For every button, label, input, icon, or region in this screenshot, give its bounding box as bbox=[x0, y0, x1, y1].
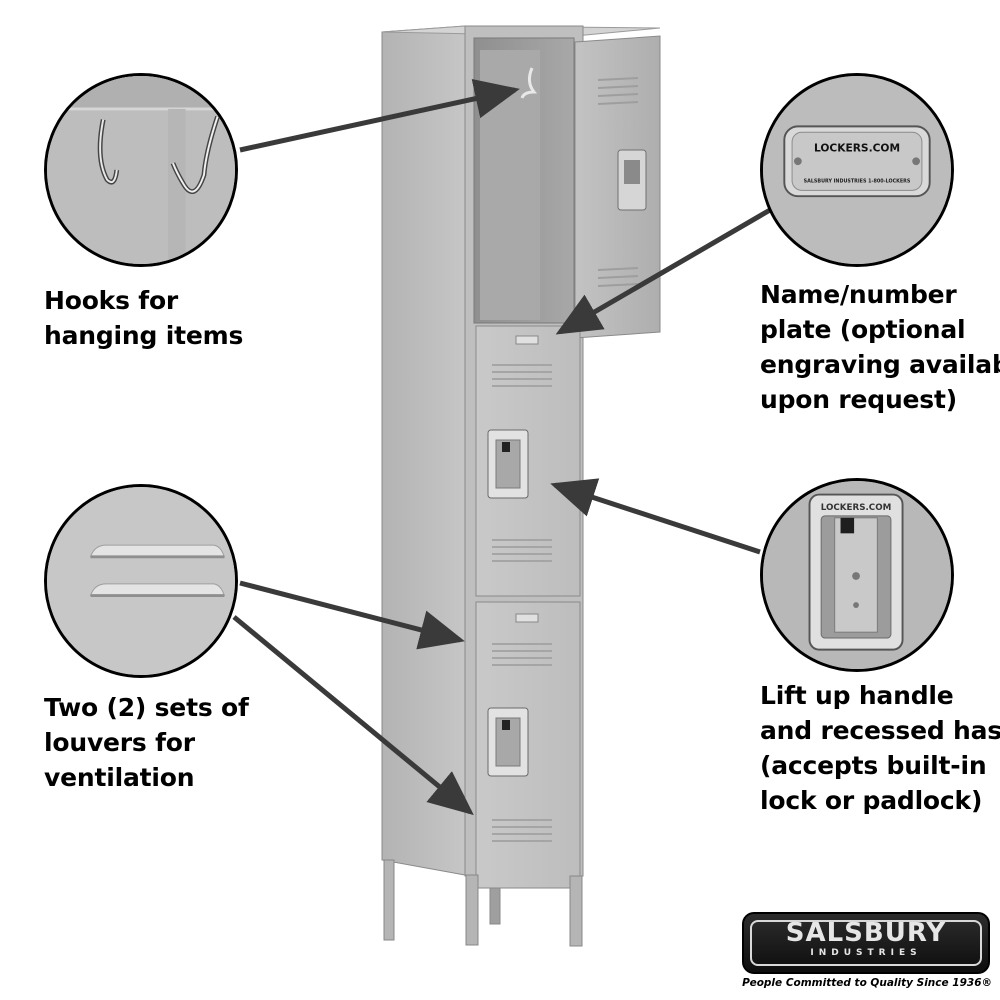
logo-name: SALSBURY bbox=[785, 918, 947, 948]
caption-louvers-line-1: Two (2) sets of bbox=[44, 693, 249, 722]
louvers-detail-image bbox=[44, 484, 238, 678]
caption-handle-line-1: Lift up handle bbox=[760, 681, 954, 710]
handle-brand-text: LOCKERS.COM bbox=[821, 503, 892, 513]
caption-plate-line-2: plate (optional bbox=[760, 315, 966, 344]
locker-illustration bbox=[370, 20, 680, 950]
caption-hooks-line-1: Hooks for bbox=[44, 286, 179, 315]
caption-hooks: Hooks for hanging items bbox=[44, 283, 243, 353]
logo-border bbox=[750, 920, 982, 966]
hooks-detail-image bbox=[44, 73, 238, 267]
caption-name-plate: Name/number plate (optional engraving av… bbox=[760, 277, 1000, 417]
caption-louvers-line-3: ventilation bbox=[44, 763, 195, 792]
name-plate-detail-image: LOCKERS.COM SALSBURY INDUSTRIES 1-800-LO… bbox=[760, 73, 954, 267]
caption-plate-line-1: Name/number bbox=[760, 280, 957, 309]
caption-louvers: Two (2) sets of louvers for ventilation bbox=[44, 690, 249, 795]
handle-detail-image: LOCKERS.COM bbox=[760, 478, 954, 672]
caption-handle-line-4: lock or padlock) bbox=[760, 786, 983, 815]
logo-subtitle: INDUSTRIES bbox=[810, 948, 922, 958]
salsbury-logo: SALSBURY INDUSTRIES bbox=[742, 912, 990, 974]
caption-handle-line-3: (accepts built-in bbox=[760, 751, 987, 780]
caption-plate-line-3: engraving available bbox=[760, 350, 1000, 379]
caption-handle-line-2: and recessed hasp bbox=[760, 716, 1000, 745]
plate-brand-text: LOCKERS.COM bbox=[814, 142, 900, 155]
caption-plate-line-4: upon request) bbox=[760, 385, 957, 414]
caption-handle: Lift up handle and recessed hasp (accept… bbox=[760, 678, 1000, 818]
caption-louvers-line-2: louvers for bbox=[44, 728, 195, 757]
logo-tagline: People Committed to Quality Since 1936® bbox=[742, 977, 992, 989]
plate-fine-print: SALSBURY INDUSTRIES 1-800-LOCKERS bbox=[804, 179, 911, 185]
caption-hooks-line-2: hanging items bbox=[44, 321, 244, 350]
